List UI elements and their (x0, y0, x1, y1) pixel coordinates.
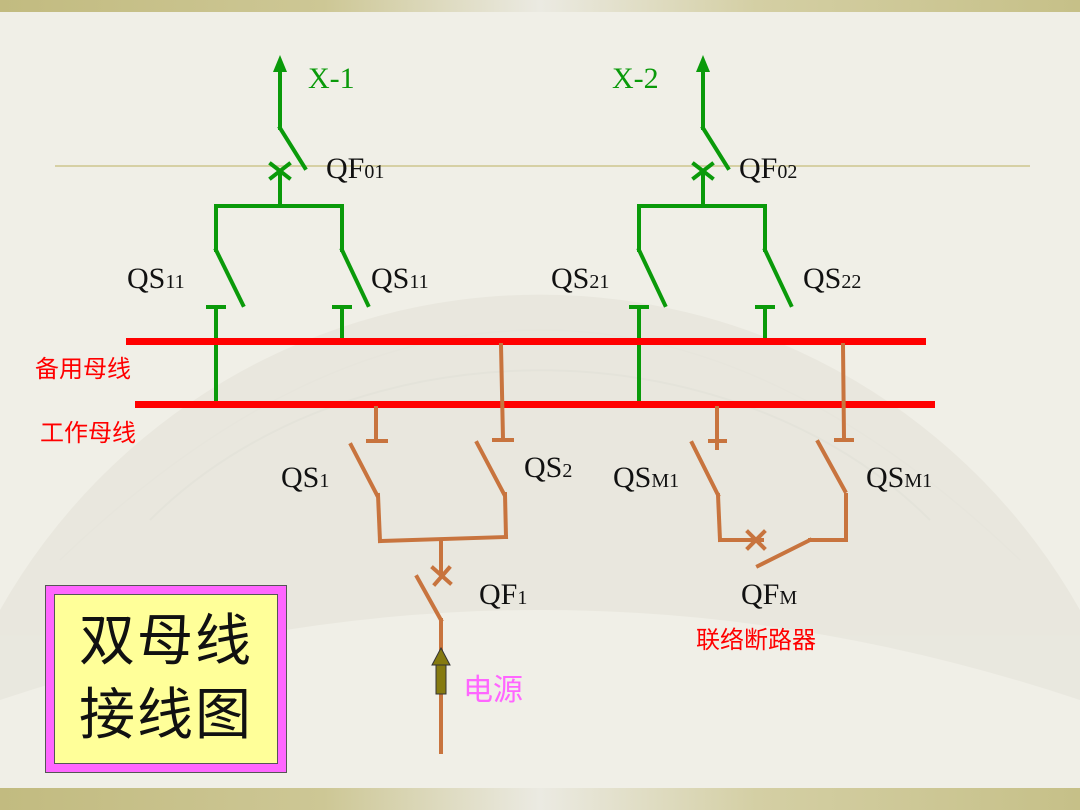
source-label: 电源 (463, 673, 523, 708)
qsm1-right-label: QSM1 (866, 461, 932, 495)
feeder-x1 (206, 55, 371, 405)
qf02-sub: 02 (777, 161, 798, 183)
qs2-label: QS2 (524, 451, 572, 485)
qf1-base: QF (479, 578, 518, 611)
bottom-decor-bar (0, 788, 1080, 810)
qsm1-right-sub: M1 (904, 470, 933, 492)
qs11-left-sub: 11 (165, 271, 185, 293)
qfm-label: QFM (741, 578, 797, 612)
feeder-x2 (629, 55, 794, 405)
qf01-base: QF (326, 152, 365, 185)
qfm-sub: M (779, 587, 798, 609)
qs22-base: QS (803, 262, 842, 295)
qsm1-right-base: QS (866, 461, 905, 494)
spare-bus (126, 338, 926, 345)
title-line-2: 接线图 (79, 683, 253, 748)
qs21-label: QS21 (551, 262, 609, 296)
source-arrow-icon (431, 646, 451, 695)
qf1-sub: 1 (517, 587, 528, 609)
tie-branch (689, 342, 854, 569)
working-bus-label: 工作母线 (40, 419, 136, 447)
tie-breaker-desc: 联络断路器 (696, 626, 816, 654)
qs22-label: QS22 (803, 262, 861, 296)
outgoing-arrow-icon (273, 55, 287, 72)
outgoing-arrow-icon (696, 55, 710, 72)
qs1-base: QS (281, 461, 320, 494)
qs21-sub: 21 (589, 271, 610, 293)
qf1-label: QF1 (479, 578, 527, 612)
qs11-right-sub: 11 (409, 271, 429, 293)
qf02-label: QF02 (739, 152, 797, 186)
qf01-sub: 01 (364, 161, 385, 183)
qs11-right-base: QS (371, 262, 410, 295)
top-decor-bar (0, 0, 1080, 12)
title-line-1: 双母线 (79, 609, 253, 674)
qs1-sub: 1 (319, 470, 330, 492)
title-box: 双母线 接线图 (45, 585, 287, 773)
title-inner: 双母线 接线图 (54, 594, 278, 764)
qs11-right-label: QS11 (371, 262, 429, 296)
qsm1-left-base: QS (613, 461, 652, 494)
qsm1-left-label: QSM1 (613, 461, 679, 495)
qsm1-left-sub: M1 (651, 470, 680, 492)
working-bus (135, 401, 935, 408)
spare-bus-label: 备用母线 (35, 355, 131, 383)
qf01-label: QF01 (326, 152, 384, 186)
qf02-base: QF (739, 152, 778, 185)
qs22-sub: 22 (841, 271, 862, 293)
qs2-base: QS (524, 451, 563, 484)
qs2-sub: 2 (562, 460, 573, 482)
qs11-left-label: QS11 (127, 262, 185, 296)
qs11-left-base: QS (127, 262, 166, 295)
feeder-x2-label: X-2 (612, 62, 659, 95)
feeder-x1-label: X-1 (308, 62, 355, 95)
qs1-label: QS1 (281, 461, 329, 495)
qfm-base: QF (741, 578, 780, 611)
qs21-base: QS (551, 262, 590, 295)
